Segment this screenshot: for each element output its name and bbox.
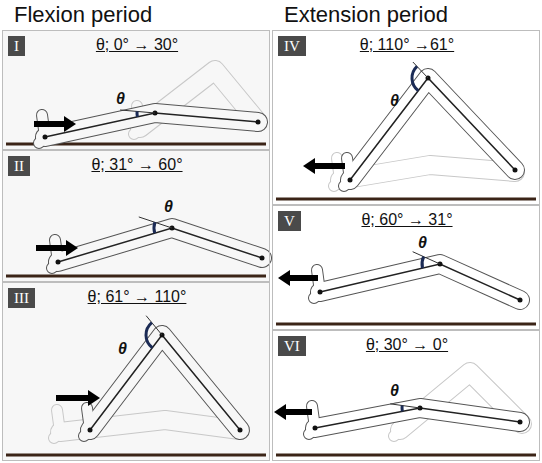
phase-number-box: III	[8, 288, 35, 308]
phase-number-box: I	[8, 36, 25, 56]
panel-ground	[272, 30, 540, 205]
angle-symbol: θ	[390, 382, 399, 400]
phase-panel: θ; 61° → 110° III	[2, 282, 270, 461]
leg-outline	[315, 408, 520, 428]
leg-axis	[320, 264, 520, 300]
motion-arrow	[34, 121, 66, 127]
extension-line	[413, 252, 440, 264]
phase-number: IV	[284, 38, 300, 54]
joint-dot	[43, 135, 48, 140]
phase-panel: θ; 31° → 60° II	[2, 150, 270, 282]
motion-arrow	[284, 409, 312, 415]
joint-dot	[56, 260, 61, 265]
joint-dot	[348, 178, 353, 183]
joint-dot	[238, 428, 243, 433]
angle-range: θ; 61° → 110°	[88, 288, 187, 306]
motion-arrow	[56, 395, 90, 401]
floor-line	[6, 454, 266, 457]
leg-fill	[350, 78, 515, 180]
panel-ground	[2, 282, 270, 461]
arrow-head	[88, 390, 100, 406]
arrow-head	[303, 158, 315, 174]
foot-outline	[54, 410, 60, 438]
angle-range: θ; 0° → 30°	[96, 36, 178, 54]
motion-arrow	[313, 163, 345, 169]
angle-symbol: θ	[164, 198, 173, 216]
leg-fill	[58, 228, 262, 262]
phase-number: I	[14, 38, 19, 54]
angle-arc	[401, 406, 404, 412]
leg-fill	[45, 113, 258, 137]
leg-outline	[320, 264, 520, 300]
angle-range: θ; 31° → 60°	[91, 156, 182, 174]
period-heading: Extension period	[284, 2, 448, 28]
leg-axis	[350, 78, 515, 180]
leg-fill	[90, 335, 240, 430]
floor-line	[276, 198, 536, 201]
leg-outline	[90, 335, 240, 430]
motion-arrow	[36, 245, 68, 251]
phase-number-box: VI	[278, 336, 306, 356]
joint-dot	[318, 290, 323, 295]
foot-outline	[334, 158, 340, 186]
panel-ground	[2, 30, 270, 150]
foot-fill	[334, 158, 340, 186]
angle-symbol: θ	[418, 234, 427, 252]
leg-fill	[315, 408, 520, 428]
angle-arc	[153, 222, 157, 233]
phase-number: II	[14, 158, 24, 174]
leg-axis	[45, 113, 258, 137]
floor-line	[276, 323, 536, 326]
phase-panel: θ; 30° → 0° VI	[272, 330, 540, 461]
phase-number: III	[14, 290, 29, 306]
joint-dot	[260, 256, 265, 261]
angle-arc	[146, 323, 152, 348]
joint-dot	[513, 168, 518, 173]
period-heading: Flexion period	[14, 2, 152, 28]
angle-symbol: θ	[116, 90, 125, 108]
joint-dot	[518, 420, 523, 425]
angle-range: θ; 30° → 0°	[366, 336, 448, 354]
angle-arc	[422, 257, 424, 268]
leg-outline	[350, 78, 515, 180]
joint-dot	[518, 298, 523, 303]
angle-symbol: θ	[390, 92, 399, 110]
arrow-head	[274, 404, 286, 420]
phase-number: V	[284, 213, 295, 229]
foot-fill	[54, 410, 60, 438]
angle-range: θ; 60° → 31°	[361, 211, 452, 229]
extension-line	[390, 404, 420, 408]
angle-symbol: θ	[118, 340, 127, 358]
angle-range: θ; 110° →61°	[360, 36, 454, 54]
leg-axis	[58, 228, 262, 262]
leg-fill	[320, 264, 520, 300]
phase-panel: θ; 60° → 31° V	[272, 205, 540, 330]
phase-panel: θ; 0° → 30° I	[2, 30, 270, 150]
phase-number-box: IV	[278, 36, 306, 56]
arrow-head	[278, 270, 290, 286]
joint-dot	[313, 426, 318, 431]
leg-outline	[58, 228, 262, 262]
angle-arc	[136, 111, 139, 116]
arrow-head	[66, 240, 78, 256]
leg-axis	[90, 335, 240, 430]
arrow-head	[64, 116, 76, 132]
joint-dot	[256, 120, 261, 125]
phase-panel: θ; 110° →61° IV	[272, 30, 540, 205]
leg-outline	[45, 113, 258, 137]
leg-axis	[315, 408, 520, 428]
panel-ground	[2, 150, 270, 282]
phase-number-box: V	[278, 211, 301, 231]
joint-dot	[88, 428, 93, 433]
floor-line	[276, 454, 536, 457]
panel-ground	[272, 205, 540, 330]
floor-line	[6, 275, 266, 278]
angle-arc	[412, 66, 418, 90]
phase-number-box: II	[8, 156, 30, 176]
panel-ground	[272, 330, 540, 461]
motion-arrow	[288, 275, 318, 281]
phase-number: VI	[284, 338, 300, 354]
